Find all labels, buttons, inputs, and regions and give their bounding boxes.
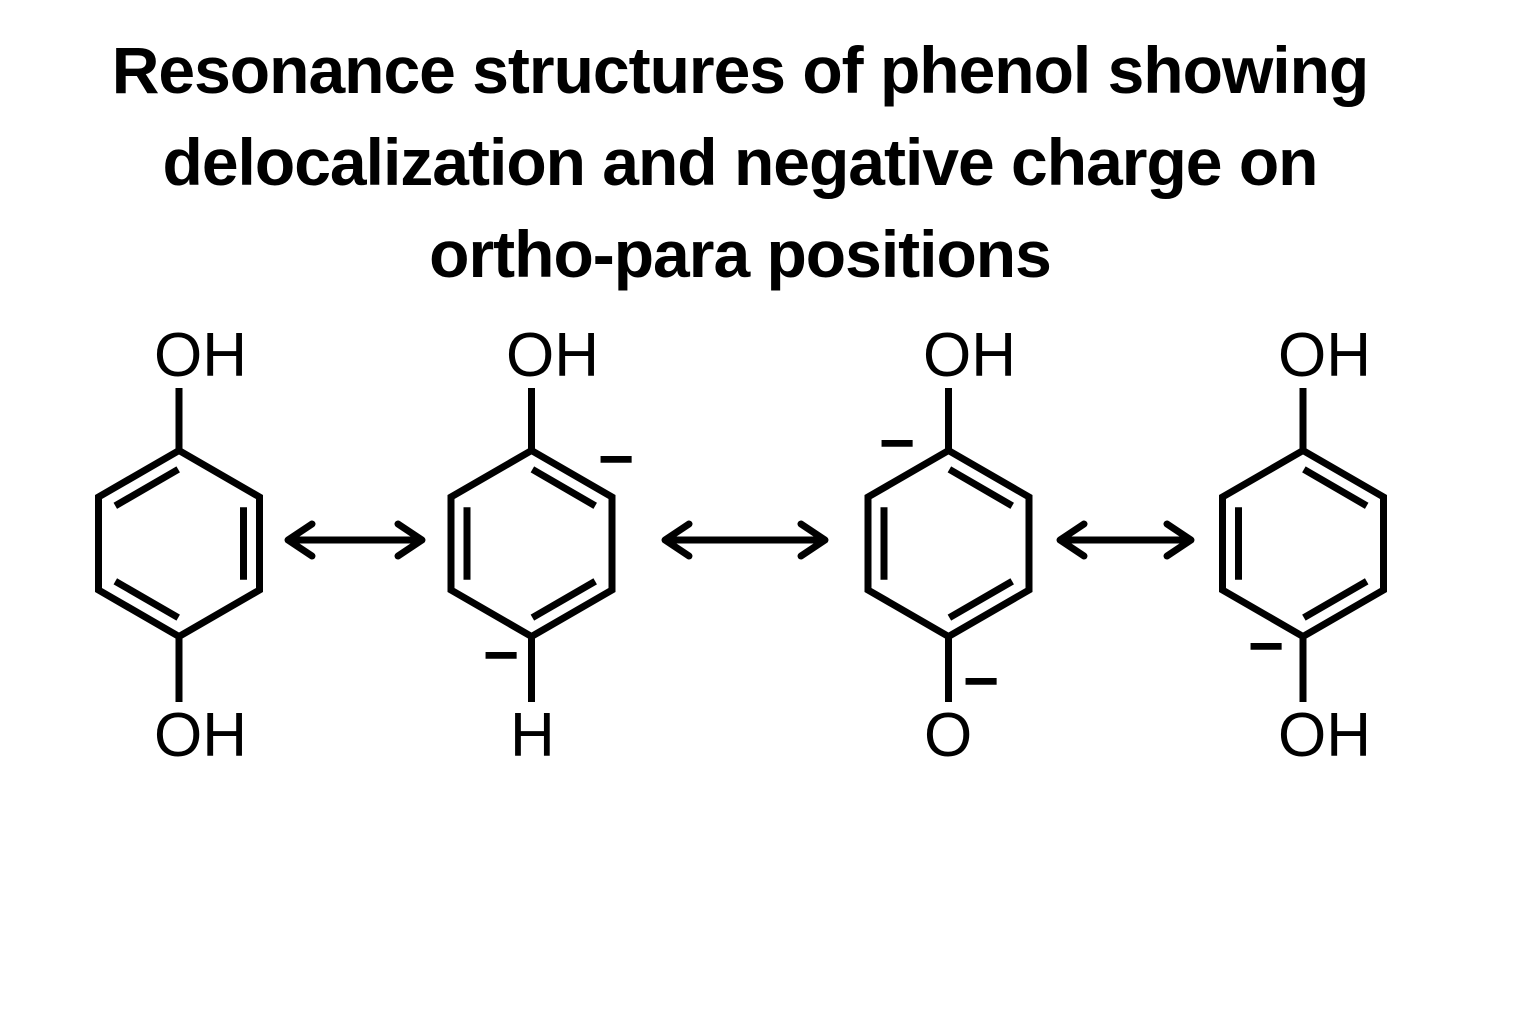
title-line-2: delocalization and negative charge on xyxy=(162,125,1319,199)
double-bond-inner-line xyxy=(530,578,597,621)
negative-charge-icon: − xyxy=(963,647,1000,716)
arrow-head-left xyxy=(284,520,316,560)
hydroxyl-label-bottom-s4: OH xyxy=(1278,701,1371,770)
title-line-3: ortho-para positions xyxy=(429,217,1052,291)
double-bond-inner-line xyxy=(947,578,1014,621)
negative-charge-icon: − xyxy=(1248,612,1285,681)
benzene-ring-4 xyxy=(1219,388,1387,702)
ring-outline xyxy=(95,446,263,641)
diagram-title: Resonance structures of phenol showing d… xyxy=(0,24,1480,300)
title-line-1: Resonance structures of phenol showing xyxy=(111,33,1370,107)
hydroxyl-label-top-s4: OH xyxy=(1278,321,1371,390)
double-bond-inner-line xyxy=(113,578,180,621)
hydroxyl-label-top-s2: OH xyxy=(506,321,599,390)
ring-outline xyxy=(1219,446,1387,641)
negative-charge-icon: − xyxy=(879,409,916,478)
resonance-arrow-3 xyxy=(1056,520,1195,560)
arrow-head-right xyxy=(1163,520,1195,560)
double-bond-inner-line xyxy=(947,466,1014,509)
arrow-head-left xyxy=(1056,520,1088,560)
double-bond-inner-line xyxy=(1302,466,1369,509)
negative-charge-icon: − xyxy=(483,621,520,690)
oxygen-label-bottom-s3: O xyxy=(924,701,973,770)
ring-outline xyxy=(447,446,616,641)
arrow-head-right xyxy=(797,520,829,560)
resonance-arrow-1 xyxy=(284,520,426,560)
benzene-ring-3 xyxy=(864,388,1033,702)
resonance-arrow-2 xyxy=(661,520,829,560)
benzene-ring-1 xyxy=(95,388,263,702)
hydroxyl-label-top-s1: OH xyxy=(154,321,247,390)
hydroxyl-label-top-s3: OH xyxy=(923,321,1016,390)
double-bond-inner-line xyxy=(530,466,597,509)
benzene-ring-2 xyxy=(447,388,616,702)
hydroxyl-label-bottom-s1: OH xyxy=(154,701,247,770)
arrow-head-right xyxy=(394,520,426,560)
negative-charge-icon: − xyxy=(598,425,635,494)
double-bond-inner-line xyxy=(113,466,180,509)
arrow-head-left xyxy=(661,520,693,560)
hydrogen-label-bottom-s2: H xyxy=(510,701,555,770)
ring-outline xyxy=(864,446,1033,641)
double-bond-inner-line xyxy=(1302,578,1369,621)
